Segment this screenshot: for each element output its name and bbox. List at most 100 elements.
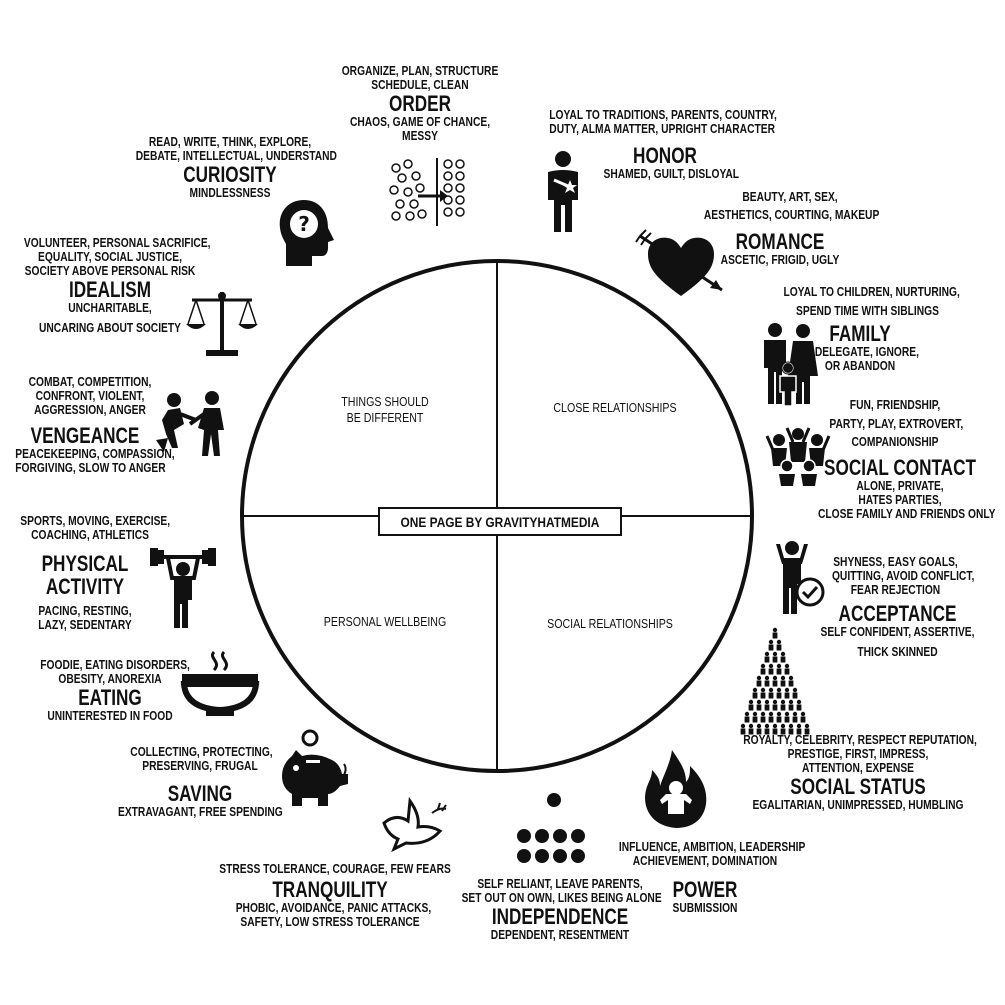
high-trait: CONFRONT, VIOLENT,	[35, 389, 145, 403]
desire-name: EATING	[78, 685, 142, 710]
desire-eating: FOODIE, EATING DISORDERS, OBESITY, ANORE…	[25, 658, 195, 723]
pyramid-person-head	[756, 675, 762, 681]
pyramid-person-head	[764, 651, 770, 657]
honor-person-icon	[548, 151, 578, 232]
desire-name: FAMILY	[829, 321, 891, 346]
pyramid-person-head	[792, 687, 798, 693]
pyramid-person-head	[756, 723, 762, 729]
low-trait: SELF CONFIDENT, ASSERTIVE,	[820, 625, 975, 640]
high-trait: PRESTIGE, FIRST, IMPRESS,	[787, 747, 929, 761]
pyramid-person-body	[800, 716, 806, 723]
low-trait: FORGIVING, SLOW TO ANGER	[15, 461, 166, 476]
pyramid-person-body	[776, 716, 782, 723]
high-trait: FEAR REJECTION	[850, 583, 941, 597]
pyramid-person-head	[792, 711, 798, 717]
pyramid-person-body	[760, 692, 766, 699]
high-trait: SCHEDULE, CLEAN	[371, 78, 469, 92]
high-trait: READ, WRITE, THINK, EXPLORE,	[148, 135, 312, 149]
desire-tranquility: STRESS TOLERANCE, COURAGE, FEW FEARS	[195, 862, 465, 876]
high-trait: SELF RELIANT, LEAVE PARENTS,	[477, 877, 643, 891]
desire-saving-name: SAVING EXTRAVAGANT, FREE SPENDING	[100, 782, 300, 819]
pyramid-person-head	[760, 687, 766, 693]
low-trait: OR ABANDON	[824, 359, 896, 374]
center-label: ONE PAGE BY GRAVITYHATMEDIA	[378, 507, 622, 536]
pyramid-person-head	[768, 663, 774, 669]
high-trait: SHYNESS, EASY GOALS,	[833, 555, 958, 569]
pyramid-person-body	[772, 704, 778, 711]
desire-saving: COLLECTING, PROTECTING, PRESERVING, FRUG…	[115, 745, 285, 773]
pyramid-person-body	[784, 668, 790, 675]
desire-physical-activity-name: PHYSICAL ACTIVITY PACING, RESTING, LAZY,…	[20, 552, 150, 632]
pyramid-person-head	[800, 711, 806, 717]
high-trait: ORGANIZE, PLAN, STRUCTURE	[341, 64, 499, 78]
pyramid-person-head	[772, 699, 778, 705]
high-trait: SOCIETY ABOVE PERSONAL RISK	[24, 264, 196, 278]
high-trait: PARTY, PLAY, EXTROVERT,	[829, 417, 964, 431]
high-trait: SET OUT ON OWN, LIKES BEING ALONE	[461, 891, 662, 905]
desire-name: ACTIVITY	[45, 574, 125, 600]
high-trait: ATTENTION, EXPENSE	[801, 761, 915, 775]
low-trait: UNCHARITABLE,	[68, 301, 152, 316]
desire-name: TRANQUILITY	[272, 877, 388, 902]
pyramid-person-body	[768, 716, 774, 723]
pyramid-person-head	[764, 723, 770, 729]
low-trait: CHAOS, GAME OF CHANCE,	[349, 115, 491, 130]
desire-tranquility-name: TRANQUILITY PHOBIC, AVOIDANCE, PANIC ATT…	[215, 878, 445, 929]
desire-power-name: POWER SUBMISSION	[655, 878, 755, 915]
pyramid-person-head	[768, 639, 774, 645]
question-head-icon: ?	[279, 200, 334, 266]
order-sort-icon	[389, 158, 465, 226]
pyramid-person-head	[748, 699, 754, 705]
desire-acceptance-name: ACCEPTANCE SELF CONFIDENT, ASSERTIVE, TH…	[800, 602, 995, 659]
pyramid-person-head	[744, 711, 750, 717]
pyramid-person-head	[780, 651, 786, 657]
accepted-person-icon	[776, 541, 825, 614]
pyramid-person-head	[784, 687, 790, 693]
desire-acceptance: SHYNESS, EASY GOALS, QUITTING, AVOID CON…	[818, 555, 974, 597]
pyramid-person-body	[760, 668, 766, 675]
low-trait: ASCETIC, FRIGID, UGLY	[720, 253, 840, 268]
pyramid-person-head	[780, 723, 786, 729]
pyramid-person-head	[752, 687, 758, 693]
quadrant-label-bottom-right: SOCIAL RELATIONSHIPS	[538, 617, 683, 633]
high-trait: COMBAT, COMPETITION,	[28, 375, 152, 389]
pyramid-person-body	[780, 680, 786, 687]
pyramid-person-body	[748, 728, 754, 735]
desire-honor: LOYAL TO TRADITIONS, PARENTS, COUNTRY, D…	[525, 108, 795, 136]
pyramid-person-head	[784, 711, 790, 717]
svg-text:?: ?	[298, 212, 310, 236]
pyramid-person-head	[776, 663, 782, 669]
heart-arrow-icon	[635, 229, 723, 296]
high-trait: SPEND TIME WITH SIBLINGS	[796, 304, 939, 318]
pyramid-person-head	[780, 699, 786, 705]
desire-social-contact: FUN, FRIENDSHIP, PARTY, PLAY, EXTROVERT,…	[815, 398, 975, 449]
pyramid-person-body	[780, 704, 786, 711]
desire-power: INFLUENCE, AMBITION, LEADERSHIP ACHIEVEM…	[600, 840, 810, 868]
pyramid-person-body	[772, 680, 778, 687]
scales-icon	[186, 292, 258, 356]
high-trait: AGGRESSION, ANGER	[34, 403, 146, 417]
desire-name: SAVING	[167, 781, 233, 806]
pyramid-person-head	[772, 627, 778, 633]
quadrant-line: THINGS SHOULD	[341, 395, 429, 409]
fire-person-icon	[645, 750, 707, 828]
low-trait: LAZY, SEDENTARY	[38, 618, 132, 633]
desire-curiosity: READ, WRITE, THINK, EXPLORE, DEBATE, INT…	[115, 135, 345, 200]
low-trait: MINDLESSNESS	[189, 186, 271, 201]
high-trait: VOLUNTEER, PERSONAL SACRIFICE,	[23, 236, 211, 250]
high-trait: INFLUENCE, AMBITION, LEADERSHIP	[618, 840, 806, 854]
high-trait: DEBATE, INTELLECTUAL, UNDERSTAND	[135, 149, 337, 163]
desire-independence: SELF RELIANT, LEAVE PARENTS, SET OUT ON …	[440, 877, 680, 942]
desire-honor-name: HONOR SHAMED, GUILT, DISLOYAL	[590, 144, 740, 181]
pyramid-person-body	[788, 680, 794, 687]
quadrant-label-top-right: CLOSE RELATIONSHIPS	[543, 401, 688, 417]
pyramid-person-body	[744, 716, 750, 723]
low-trait: EXTRAVAGANT, FREE SPENDING	[118, 805, 283, 820]
high-trait: LOYAL TO TRADITIONS, PARENTS, COUNTRY,	[549, 108, 777, 122]
desire-name: IDEALISM	[69, 277, 151, 302]
quadrant-line: BE DIFFERENT	[346, 410, 424, 425]
pyramid-person-body	[792, 692, 798, 699]
low-trait: PACING, RESTING,	[38, 604, 132, 619]
pyramid-person-body	[776, 644, 782, 651]
